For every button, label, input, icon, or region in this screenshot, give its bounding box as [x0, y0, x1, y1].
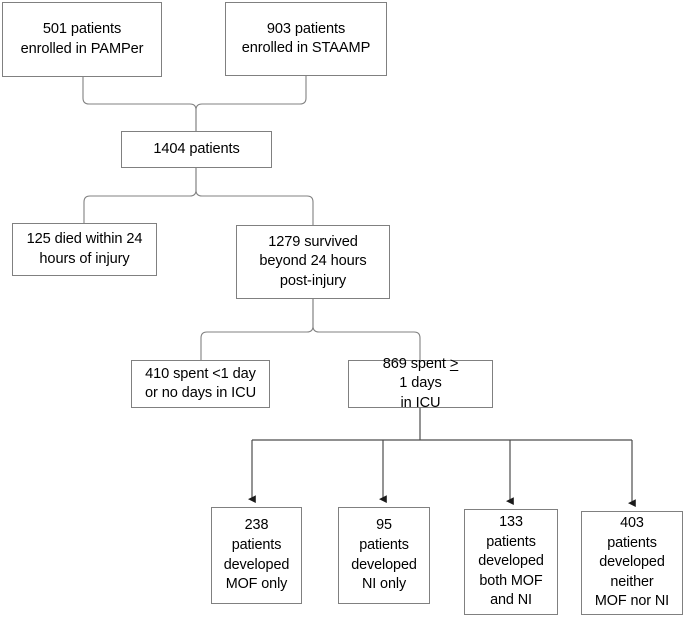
node-total-patients-label: 1404 patients: [153, 140, 240, 157]
node-pamper: 501 patients enrolled in PAMPer: [2, 2, 162, 77]
connector-total-to-survived: [195, 167, 314, 226]
node-mof-only: 238 patients developed MOF only: [211, 507, 302, 604]
node-died-within-24h: 125 died within 24 hours of injury: [12, 223, 157, 276]
node-icu-1-or-more-days: 869 spent > 1 days in ICU: [348, 356, 493, 411]
connector-survived-to-icu-ge1: [312, 298, 421, 361]
node-total-patients: 1404 patients: [121, 131, 272, 168]
node-both-mof-and-ni-label: 133 patients developed both MOF and NI: [478, 514, 544, 609]
node-neither-mof-nor-ni: 403 patients developed neither MOF nor N…: [581, 511, 683, 615]
node-icu-1-or-more-days-prefix: 869 spent: [382, 355, 450, 372]
connector-staamp-to-total: [195, 75, 307, 132]
node-survived-beyond-24h-label: 1279 survived beyond 24 hours post-injur…: [259, 233, 367, 289]
node-staamp: 903 patients enrolled in STAAMP: [225, 2, 387, 76]
node-neither-mof-nor-ni-label: 403 patients developed neither MOF nor N…: [594, 515, 670, 610]
connector-total-to-died: [83, 167, 197, 224]
node-both-mof-and-ni: 133 patients developed both MOF and NI: [464, 509, 558, 615]
node-staamp-label: 903 patients enrolled in STAAMP: [241, 20, 371, 56]
node-ni-only-label: 95 patients developed NI only: [351, 517, 417, 593]
node-icu-1-or-more-days-suffix: 1 days in ICU: [399, 375, 442, 411]
connector-pamper-to-total: [82, 76, 197, 132]
node-survived-beyond-24h: 1279 survived beyond 24 hours post-injur…: [236, 225, 390, 299]
node-pamper-label: 501 patients enrolled in PAMPer: [20, 21, 144, 57]
node-mof-only-label: 238 patients developed MOF only: [223, 517, 290, 593]
greater-or-equal-symbol: >: [449, 355, 459, 372]
node-died-within-24h-label: 125 died within 24 hours of injury: [26, 231, 143, 267]
connector-survived-to-icu-lt1: [200, 298, 314, 361]
node-ni-only: 95 patients developed NI only: [338, 507, 430, 604]
node-icu-less-than-1-day: 410 spent <1 day or no days in ICU: [131, 360, 270, 408]
node-icu-less-than-1-day-label: 410 spent <1 day or no days in ICU: [144, 365, 257, 401]
node-icu-1-or-more-days-label: 869 spent > 1 days in ICU: [383, 355, 459, 413]
